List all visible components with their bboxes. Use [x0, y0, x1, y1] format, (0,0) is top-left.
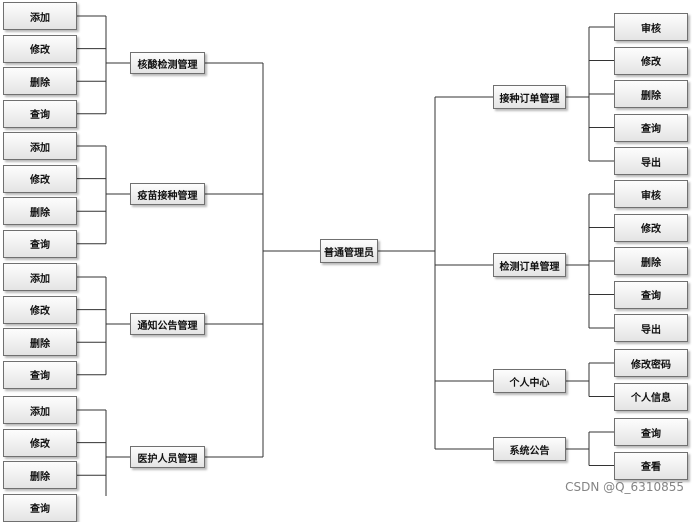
leaf-node: 修改 — [3, 164, 77, 193]
branch-node: 医护人员管理 — [130, 446, 205, 468]
leaf-node: 查询 — [3, 360, 77, 389]
leaf-node: 删除 — [614, 247, 688, 275]
root-node: 普通管理员 — [320, 239, 378, 263]
connector-lines — [77, 15, 614, 496]
leaf-node: 删除 — [3, 197, 77, 226]
leaf-node: 删除 — [3, 67, 77, 96]
leaf-node: 查询 — [3, 99, 77, 128]
leaf-node: 修改 — [3, 34, 77, 63]
leaf-node: 审核 — [614, 180, 688, 208]
leaf-node: 添加 — [3, 263, 77, 291]
leaf-node: 删除 — [3, 461, 77, 490]
leaf-node: 修改 — [3, 295, 77, 324]
branch-node: 个人中心 — [493, 369, 566, 393]
leaf-node: 修改密码 — [614, 349, 688, 377]
leaf-node: 查询 — [3, 493, 77, 522]
watermark: CSDN @Q_6310855 — [565, 480, 684, 494]
branch-node: 通知公告管理 — [130, 313, 205, 335]
leaf-node: 修改 — [614, 46, 688, 75]
branch-node: 接种订单管理 — [493, 85, 566, 109]
branch-node: 疫苗接种管理 — [130, 183, 205, 205]
leaf-node: 导出 — [614, 147, 688, 175]
branch-node: 系统公告 — [493, 437, 566, 461]
branch-node: 核酸检测管理 — [130, 52, 205, 74]
leaf-node: 删除 — [3, 328, 77, 357]
leaf-node: 删除 — [614, 80, 688, 108]
leaf-node: 查询 — [614, 418, 688, 446]
leaf-node: 修改 — [3, 428, 77, 457]
leaf-node: 查询 — [614, 113, 688, 142]
leaf-node: 修改 — [614, 213, 688, 242]
leaf-node: 添加 — [3, 396, 77, 424]
leaf-node: 导出 — [614, 314, 688, 342]
leaf-node: 查询 — [614, 280, 688, 309]
leaf-node: 查看 — [614, 451, 688, 480]
leaf-node: 查询 — [3, 229, 77, 258]
branch-node: 检测订单管理 — [493, 253, 566, 277]
leaf-node: 审核 — [614, 13, 688, 41]
leaf-node: 个人信息 — [614, 382, 688, 411]
leaf-node: 添加 — [3, 2, 77, 30]
leaf-node: 添加 — [3, 132, 77, 160]
